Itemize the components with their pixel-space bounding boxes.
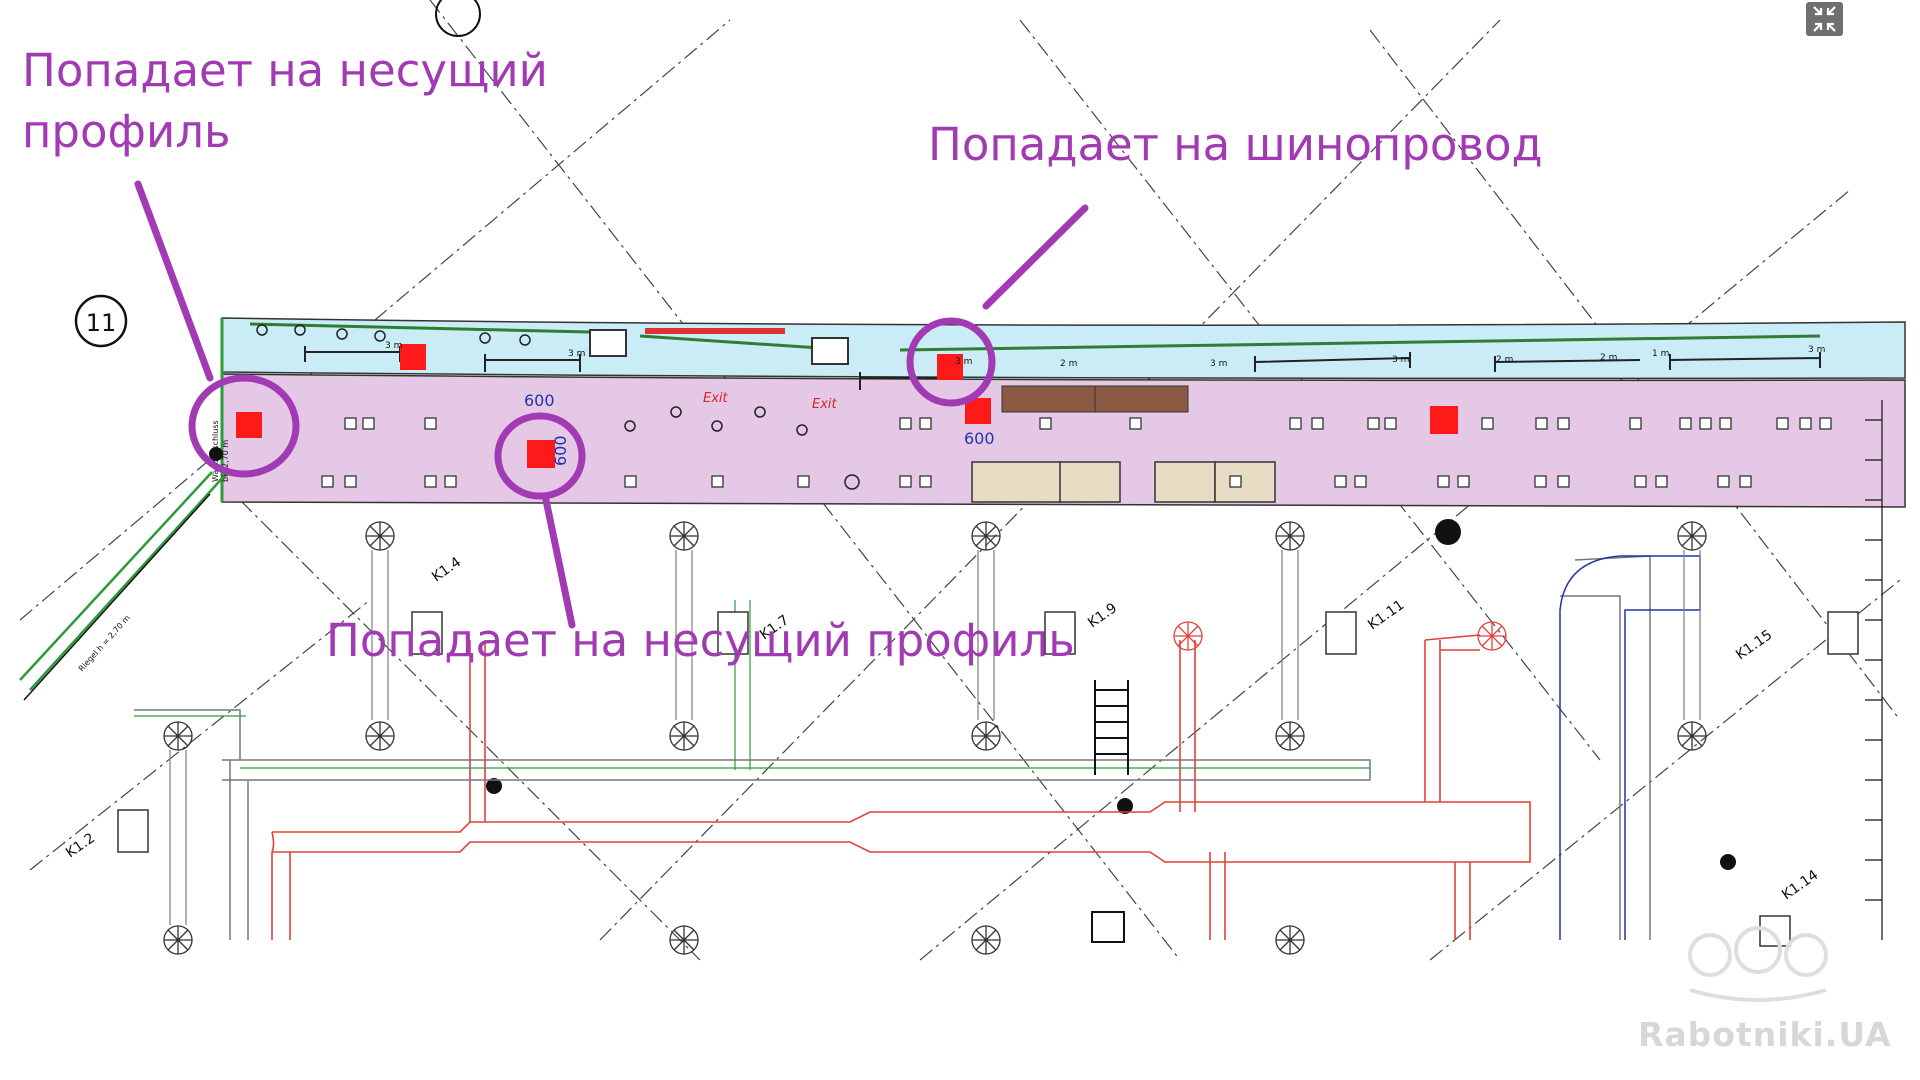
segment-label: 1 m [1652, 349, 1669, 359]
vent-fans [163, 521, 1707, 955]
segment-label: 2 m [1600, 353, 1617, 363]
annotation-marks [134, 180, 1089, 629]
watermark-logo [1688, 926, 1828, 1002]
annotation-bottom: Попадает на несущий профиль [326, 614, 1075, 667]
exit-fullscreen-button[interactable] [1806, 2, 1843, 36]
exit-label: Exit [703, 391, 729, 406]
segment-label: 2 m [1060, 359, 1077, 369]
dimension-label: 600 [964, 429, 995, 448]
wall-note: bis 2,70 m [221, 440, 230, 482]
dimension-label: 600 [551, 435, 570, 466]
segment-label: 3 m [385, 341, 402, 351]
segment-label: 2 m [1496, 355, 1513, 365]
segment-label: 3 m [955, 357, 972, 367]
annotation-line: профиль [22, 105, 231, 158]
annotation-top-right: Попадает на шинопровод [928, 118, 1543, 171]
segment-label: 3 m [568, 349, 585, 359]
watermark-text: Rabotniki.UA [1638, 1015, 1892, 1054]
annotation-line: Попадает на несущий [22, 44, 548, 97]
segment-label: 3 m [1210, 359, 1227, 369]
wall-note: Wandanschluss [211, 420, 220, 482]
exit-fullscreen-icon [1813, 6, 1836, 32]
segment-label: 3 m [1808, 345, 1825, 355]
axis-marker-label: 11 [86, 309, 117, 337]
segment-label: 3 m [1392, 355, 1409, 365]
annotation-top-left: Попадает на несущий профиль [22, 40, 548, 162]
exit-label: Exit [812, 397, 838, 412]
dimension-label: 600 [524, 391, 555, 410]
